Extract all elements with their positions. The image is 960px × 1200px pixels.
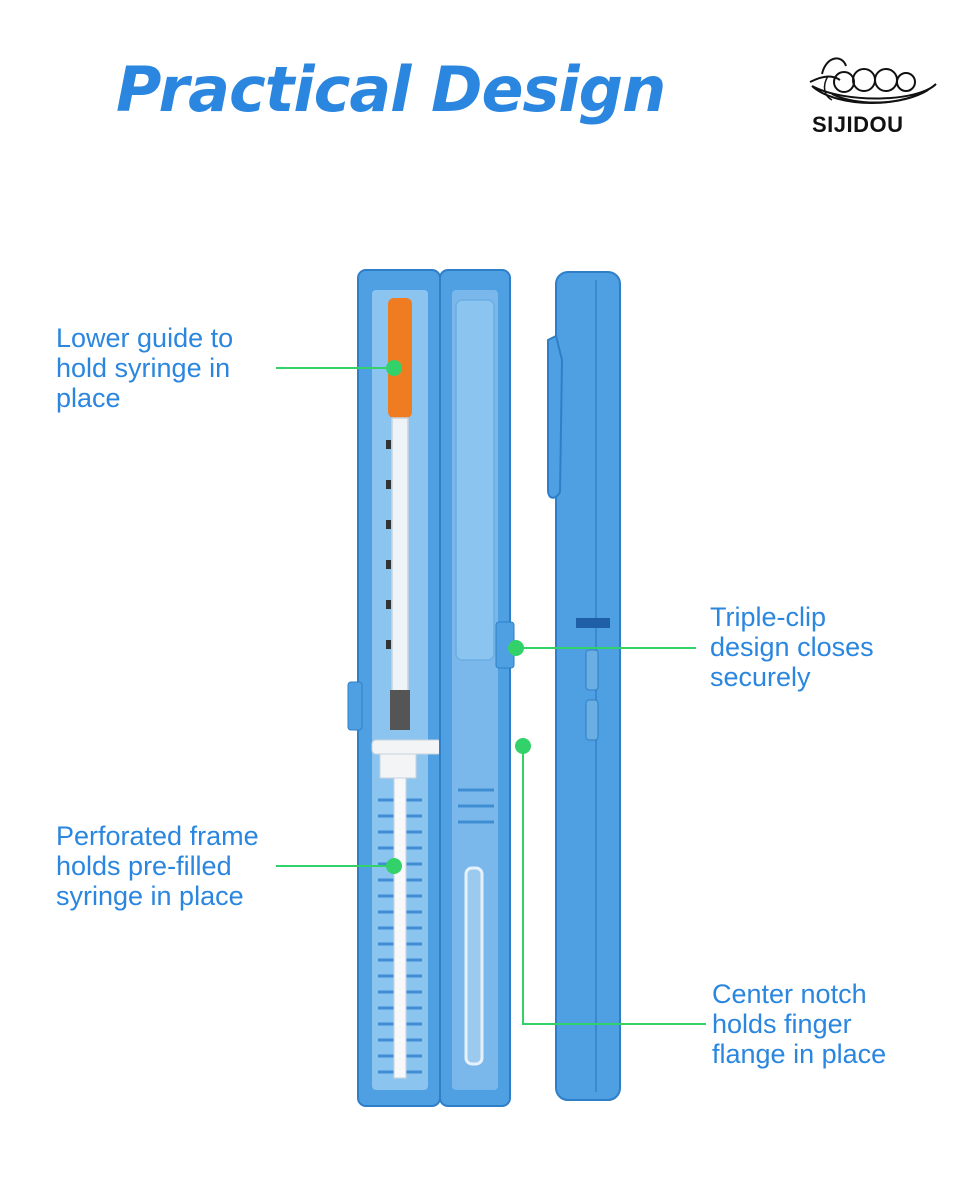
syringe — [371, 298, 443, 1079]
page-title: Practical Design — [116, 53, 666, 126]
callout-perforated-frame: Perforated frame holds pre-filled syring… — [56, 821, 259, 911]
callout-lower-guide: Lower guide to hold syringe in place — [56, 323, 234, 413]
peapod-logo-icon — [809, 57, 937, 104]
callout-lines — [276, 360, 706, 1025]
callout-center-notch: Center notch holds finger flange in plac… — [712, 979, 887, 1069]
case-middle-lid — [439, 269, 515, 1107]
callout-triple-clip: Triple-clip design closes securely — [710, 602, 874, 692]
case-closed — [547, 271, 621, 1101]
brand-name: SIJIDOU — [812, 112, 904, 137]
